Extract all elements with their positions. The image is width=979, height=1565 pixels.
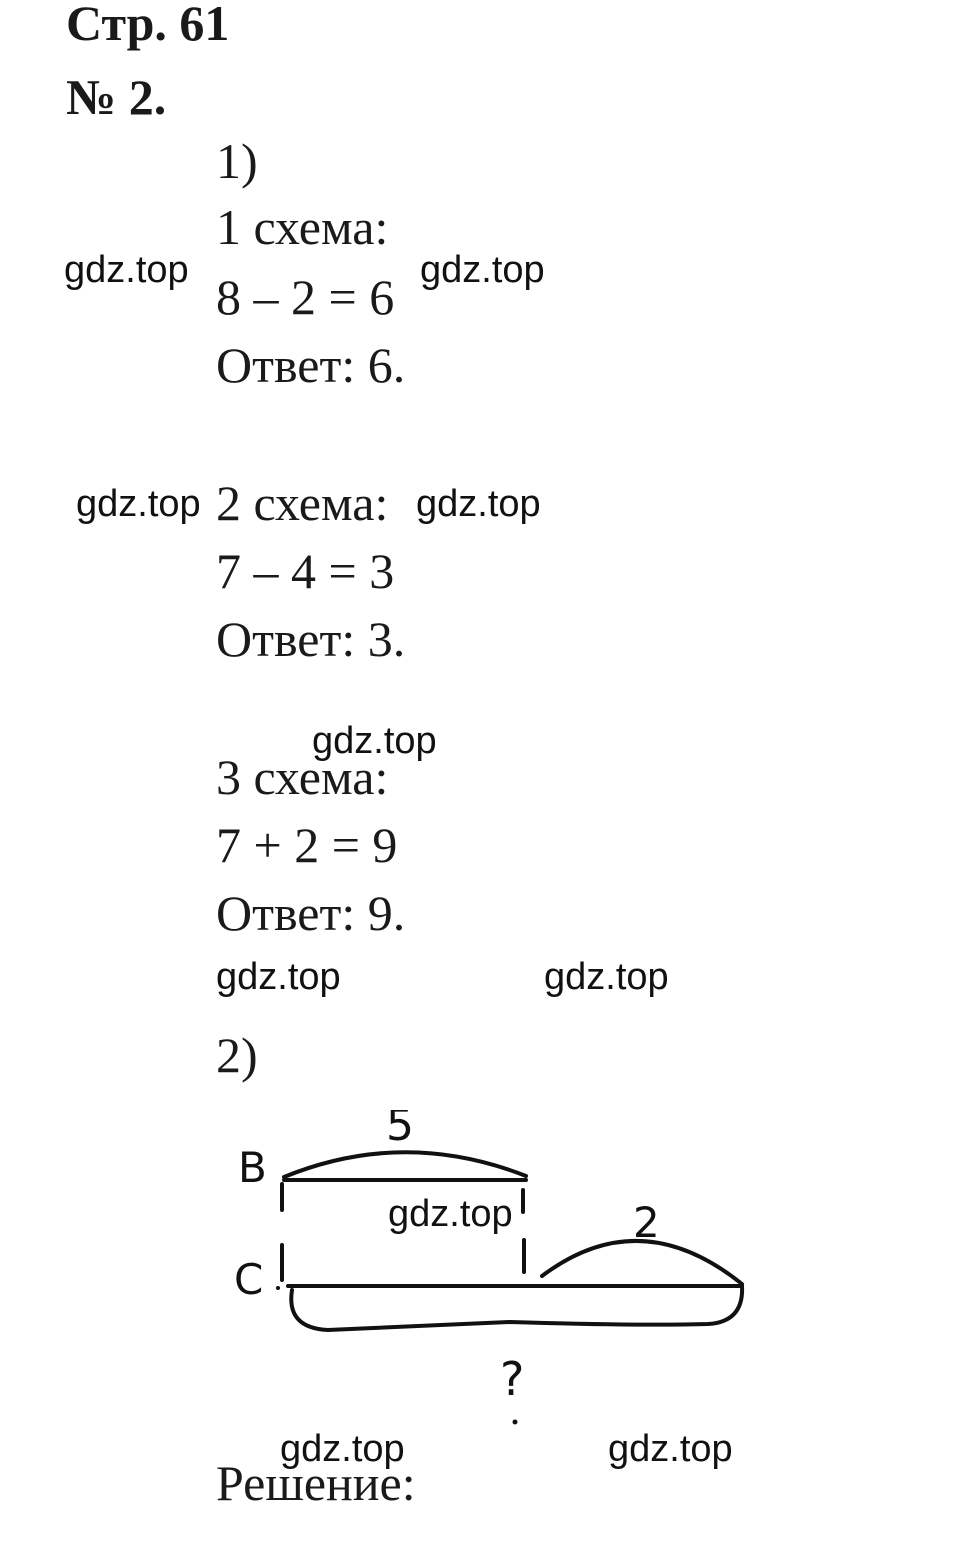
- scheme1-answer: Ответ: 6.: [216, 337, 406, 393]
- watermark: gdz.top: [388, 1193, 513, 1235]
- watermark: gdz.top: [416, 483, 541, 525]
- scheme1-title: 1 схема:: [216, 199, 389, 255]
- diagram-extra-value: 2: [633, 1198, 660, 1247]
- part2-label: 2): [216, 1027, 258, 1083]
- solution-label: Решение:: [216, 1455, 416, 1511]
- scheme2-answer: Ответ: 3.: [216, 611, 406, 667]
- diagram-top-value: 5: [386, 1110, 414, 1151]
- scheme2-title: 2 схема:: [216, 475, 389, 531]
- watermark: gdz.top: [420, 249, 545, 291]
- scheme3-equation: 7 + 2 = 9: [216, 817, 398, 873]
- watermark: gdz.top: [280, 1428, 405, 1470]
- diagram-label-b: В: [238, 1143, 267, 1192]
- scheme3-title: 3 схема:: [216, 749, 389, 805]
- arc-extra: [540, 1239, 744, 1286]
- diagram-unknown: ?: [500, 1352, 524, 1406]
- part1-label: 1): [216, 133, 258, 189]
- dot-c: [276, 1286, 280, 1290]
- brace-bottom: [289, 1284, 745, 1332]
- scheme3-answer: Ответ: 9.: [216, 885, 406, 941]
- arc-top: [282, 1150, 528, 1179]
- watermark: gdz.top: [216, 956, 341, 998]
- dot-question: [512, 1419, 518, 1425]
- watermark: gdz.top: [64, 249, 189, 291]
- watermark: gdz.top: [312, 720, 437, 762]
- watermark: gdz.top: [608, 1428, 733, 1470]
- scheme1-equation: 8 – 2 = 6: [216, 269, 395, 325]
- watermark: gdz.top: [76, 483, 201, 525]
- task-number: № 2.: [66, 69, 167, 125]
- diagram-label-c: С: [234, 1255, 263, 1304]
- scheme2-equation: 7 – 4 = 3: [216, 543, 395, 599]
- page-ref: Стр. 61: [66, 0, 230, 51]
- segment-diagram: В С 5 2 ?: [234, 1110, 745, 1425]
- watermark: gdz.top: [544, 956, 669, 998]
